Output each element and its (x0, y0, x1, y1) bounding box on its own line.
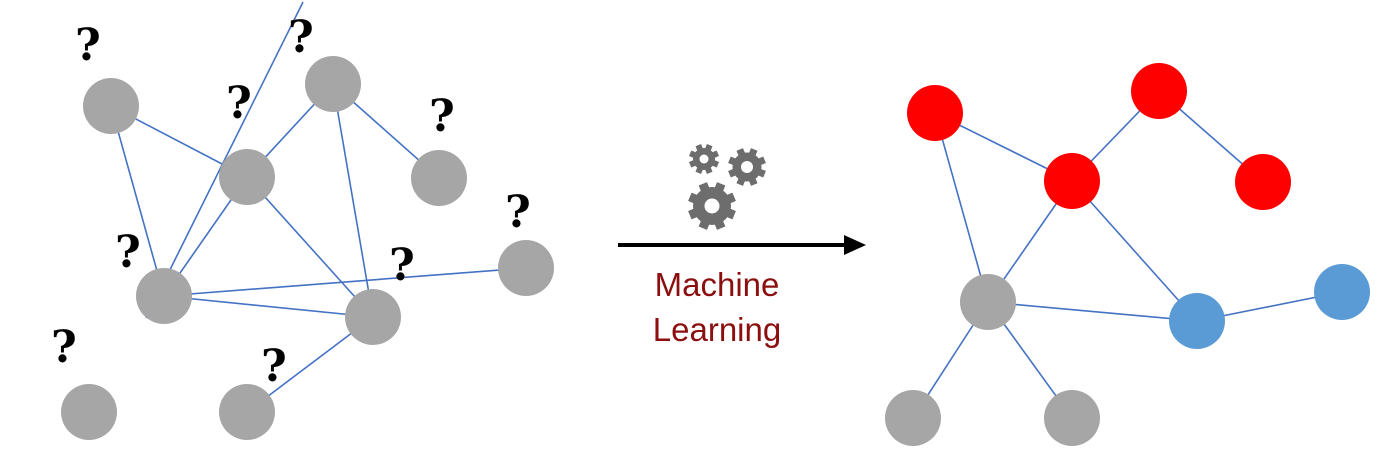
output-graph-nodes (885, 63, 1370, 446)
input-edge (110, 105, 165, 297)
input-edge (246, 176, 374, 318)
input-node-unknown (345, 289, 401, 345)
question-mark: ? (389, 240, 415, 291)
output-edge (934, 112, 989, 303)
output-edge (987, 301, 1198, 322)
output-node-red (1131, 63, 1187, 119)
question-mark: ? (429, 91, 455, 142)
output-node-unknown (960, 274, 1016, 330)
output-node-unknown (1044, 390, 1100, 446)
small-gear-icon (688, 143, 720, 175)
question-marks: ? ? ? ? ? ? ? ? ? (51, 12, 531, 392)
gears-icon (688, 143, 766, 230)
large-gear-icon (688, 182, 736, 230)
output-node-red (907, 85, 963, 141)
machine-learning-step: Machine Learning (618, 143, 866, 348)
output-node-red (1044, 153, 1100, 209)
question-mark: ? (226, 78, 252, 129)
input-node-unknown (83, 78, 139, 134)
output-node-blue (1314, 264, 1370, 320)
question-mark: ? (261, 341, 287, 392)
input-graph: ? ? ? ? ? ? ? ? ? (51, 1, 554, 440)
output-node-blue (1169, 293, 1225, 349)
medium-gear-icon (728, 148, 766, 186)
question-mark: ? (505, 187, 531, 238)
input-node-unknown (498, 240, 554, 296)
input-node-unknown (219, 384, 275, 440)
right-arrow-icon (618, 235, 866, 255)
question-mark: ? (115, 227, 141, 278)
learning-label: Learning (653, 311, 781, 348)
output-node-red (1235, 154, 1291, 210)
input-edge (163, 267, 527, 297)
input-node-unknown (411, 150, 467, 206)
question-mark: ? (51, 322, 77, 373)
input-edge (332, 83, 374, 318)
machine-label: Machine (655, 266, 780, 303)
input-node-unknown (61, 384, 117, 440)
input-edge (163, 295, 374, 318)
output-graph (885, 63, 1370, 446)
input-node-unknown (136, 268, 192, 324)
output-graph-edges (912, 90, 1343, 419)
input-node-unknown (219, 149, 275, 205)
decision-boundary-line (145, 1, 304, 319)
question-mark: ? (75, 20, 101, 71)
input-node-unknown (305, 56, 361, 112)
input-graph-nodes (61, 56, 554, 440)
output-node-unknown (885, 390, 941, 446)
question-mark: ? (288, 12, 314, 63)
input-graph-edges (110, 83, 527, 413)
output-edge (1071, 180, 1198, 322)
